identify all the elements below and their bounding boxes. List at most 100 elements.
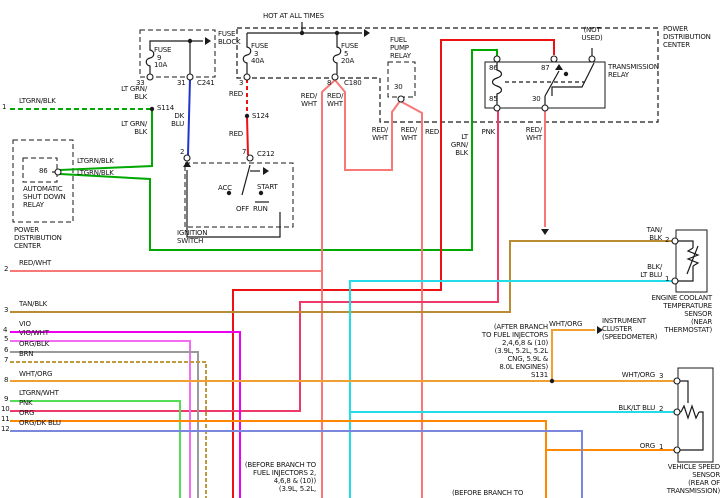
diagram-label-84: 1 (665, 275, 670, 283)
wire-red-s124-c212 (246, 115, 249, 156)
diagram-label-63: LTGRN/WHT (19, 389, 59, 397)
ignition-switch-box (184, 162, 294, 228)
term-trans-notused (588, 55, 596, 63)
diagram-label-37: START (257, 183, 278, 191)
diagram-label-54: 5 (4, 335, 9, 343)
ect-thermistor-arrow (686, 245, 699, 275)
term-trans-85 (493, 104, 501, 112)
splice-s114 (149, 106, 155, 112)
arrow-ign-branch (263, 167, 269, 175)
asd-relay-inner-box (22, 157, 58, 183)
diagram-label-7: C241 (197, 79, 215, 87)
diagram-label-45: POWER DISTRIBUTION CENTER (14, 226, 62, 250)
diagram-label-19: (NOT USED) (581, 26, 603, 42)
diagram-label-17: FUEL PUMP RELAY (390, 36, 411, 60)
diagram-label-80: INSTRUMENT CLUSTER (SPEEDOMETER) (602, 317, 658, 341)
diagram-label-31: S124 (252, 112, 270, 120)
wire-red-main (232, 39, 555, 498)
term-ect-1 (671, 277, 679, 285)
diagram-label-30: RED (228, 90, 243, 98)
ect-sensor-box (675, 229, 708, 293)
diagram-label-49: RED/WHT (19, 259, 52, 267)
diagram-label-59: BRN (19, 350, 34, 358)
relay-coil-symbol (491, 62, 503, 106)
vss-lead-1 (677, 411, 704, 451)
diagram-label-18: 30 (394, 83, 403, 91)
diagram-label-73: RED/ WHT (400, 126, 417, 142)
diagram-label-62: 9 (4, 395, 9, 403)
arrow-ign-post (183, 161, 191, 167)
diagram-label-38: OFF (236, 205, 249, 213)
diagram-label-11: FUSE (341, 42, 359, 50)
diagram-label-55: VIO/WHT (19, 329, 49, 337)
arrow-hot-bus (364, 29, 370, 37)
wire-vio (10, 331, 241, 498)
diagram-label-22: 86 (489, 64, 498, 72)
ign-start-contact (258, 190, 264, 196)
wire-blkltblu-ect (349, 280, 675, 498)
wire-dkblu (187, 78, 191, 156)
wire-orgblk (10, 351, 199, 498)
term-c180-3 (243, 73, 251, 81)
arrow-trans30-down (541, 229, 549, 235)
wire-redwht-c180-fuelpumprelay (334, 79, 401, 171)
pdc-outline (236, 27, 659, 123)
fuse-block-bus (149, 40, 203, 46)
diagram-label-42: LTGRN/BLK (77, 157, 114, 165)
diagram-label-32: RED (228, 130, 243, 138)
wire-whtorg-cluster-branch (551, 329, 595, 381)
arrow-relay-lever (555, 64, 563, 70)
diagram-label-8: FUSE (251, 42, 269, 50)
arrow-fuse-block (205, 37, 211, 45)
diagram-label-41: 86 (39, 167, 48, 175)
diagram-label-88: BLK/LT BLU (618, 404, 655, 412)
diagram-label-89: 2 (659, 405, 664, 413)
wire-tanblk (10, 240, 675, 313)
term-c212-7 (246, 154, 254, 162)
diagram-label-14: 3 (239, 79, 244, 87)
wire-orgdkblu (10, 430, 583, 498)
diagram-label-70: RED/ WHT (300, 92, 317, 108)
diagram-label-57: ORG/BLK (19, 340, 50, 348)
diagram-label-50: 3 (4, 306, 9, 314)
diagram-label-82: 2 (665, 236, 670, 244)
term-asd-86 (54, 168, 62, 176)
diagram-label-51: TAN/BLK (19, 300, 48, 308)
term-c180-8 (331, 73, 339, 81)
diagram-label-47: LTGRN/BLK (19, 97, 56, 105)
diagram-label-25: 30 (532, 95, 541, 103)
diagram-label-77: RED/ WHT (525, 126, 542, 142)
diagram-label-58: 7 (4, 356, 9, 364)
diagram-label-68: 12 (1, 425, 10, 433)
term-fuelpump-30 (397, 95, 405, 103)
diagram-label-27: S114 (157, 104, 175, 112)
diagram-label-2: FUSE (154, 46, 172, 54)
diagram-label-79: WHT/ORG (549, 320, 583, 328)
diagram-label-12: 5 (344, 50, 349, 58)
term-c241-33 (146, 73, 154, 81)
diagram-label-13: 20A (341, 57, 355, 65)
diagram-label-66: 11 (1, 415, 10, 423)
fuse-block-junction (187, 38, 193, 44)
diagram-label-10: 40A (251, 57, 265, 65)
relay-contact-dot (563, 71, 569, 77)
diagram-label-16: C180 (344, 79, 362, 87)
diagram-label-28: LT GRN/ BLK (121, 120, 147, 136)
diagram-label-76: PNK (481, 128, 496, 136)
term-vss-2 (673, 408, 681, 416)
vss-resistor (680, 404, 700, 420)
arrow-cluster (597, 326, 603, 334)
diagram-label-52: 4 (3, 326, 8, 334)
wire-viowht (10, 340, 191, 498)
ign-acc-contact (226, 190, 232, 196)
diagram-label-23: 87 (541, 64, 550, 72)
splice-s124 (244, 113, 250, 119)
relay-contact-87 (551, 62, 595, 96)
diagram-label-5: 33 (136, 79, 145, 87)
diagram-label-20: TRANSMISSION RELAY (608, 63, 659, 79)
diagram-label-90: ORG (639, 442, 655, 450)
fuse-9-symbol (145, 46, 155, 74)
wire-brn (10, 361, 207, 498)
